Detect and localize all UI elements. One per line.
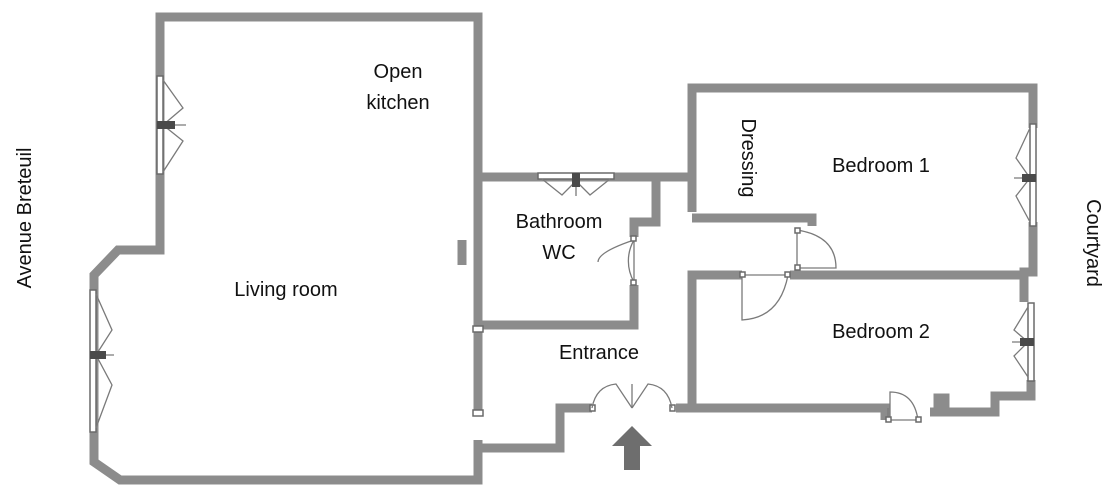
bedroom-2-bottom-wall — [692, 403, 890, 420]
doors — [472, 227, 922, 423]
label-entrance: Entrance — [559, 342, 639, 364]
bedroom-2-right-wall — [930, 380, 1036, 417]
living-door-stub-lower — [472, 409, 484, 417]
bathroom-wall — [473, 172, 690, 333]
door-bedroom-1 — [794, 227, 837, 271]
label-dressing: Dressing — [737, 119, 759, 198]
bedroom-2-wall — [687, 270, 1029, 408]
label-bathroom-line2: WC — [542, 242, 575, 264]
label-bedroom-2: Bedroom 2 — [832, 321, 930, 343]
entrance-wall — [478, 403, 692, 453]
window-living-upper — [156, 75, 186, 175]
label-open-kitchen-line1: Open — [374, 61, 423, 83]
living-door-stub-upper — [472, 325, 484, 333]
bedroom-1-wall — [687, 83, 1038, 212]
window-living-bay — [89, 289, 114, 433]
living-room-outer-wall — [89, 12, 483, 485]
windows — [89, 75, 1037, 433]
entrance-arrow-icon — [612, 426, 652, 470]
window-bathroom — [537, 172, 615, 196]
label-avenue-breteuil: Avenue Breteuil — [14, 148, 36, 289]
label-courtyard: Courtyard — [1082, 199, 1104, 287]
label-bedroom-1: Bedroom 1 — [832, 155, 930, 177]
label-bathroom-line1: Bathroom — [516, 211, 603, 233]
bathroom-partition — [629, 181, 661, 237]
walls — [89, 12, 1038, 485]
bedroom-1-right-wall — [1019, 222, 1038, 278]
label-open-kitchen-line2: kitchen — [366, 92, 429, 114]
window-bedroom-1 — [1014, 123, 1037, 227]
door-entrance — [589, 383, 676, 412]
label-living-room: Living room — [234, 279, 337, 301]
dressing-wall — [692, 213, 817, 226]
door-bedroom-2 — [739, 271, 791, 321]
door-bedroom-2-closet — [885, 391, 922, 423]
window-bedroom-2 — [1012, 302, 1035, 382]
door-bathroom — [597, 235, 637, 286]
